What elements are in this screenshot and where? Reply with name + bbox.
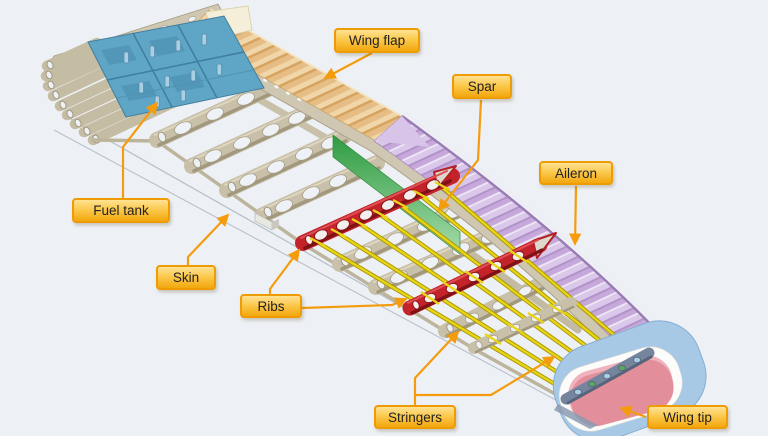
aileron-connector: [569, 185, 582, 246]
fuel-tank-label: Fuel tank: [72, 198, 170, 223]
skin-corner-block: [254, 212, 279, 231]
wing-flap-label: Wing flap: [334, 28, 420, 53]
ribs-connector-right: [301, 297, 408, 310]
stringers-connector-right: [415, 356, 556, 397]
stringer-pass-throughs: [309, 180, 566, 345]
skin-label: Skin: [156, 265, 216, 290]
stringers-label: Stringers: [374, 405, 456, 429]
ribs-label: Ribs: [240, 294, 302, 318]
aileron-label: Aileron: [539, 161, 613, 185]
skin-connector: [186, 213, 230, 266]
stringers-connector-left: [413, 330, 460, 406]
wing-tip-label: Wing tip: [647, 405, 728, 429]
ribs-connector-left: [268, 248, 301, 295]
fuel-tank-baffles: [123, 33, 222, 108]
stringers-group: [310, 181, 644, 397]
fuel-tank-surface: [87, 15, 265, 118]
red-rib-1: [295, 165, 460, 251]
wing-ribs: [149, 77, 559, 338]
label-connectors: [121, 52, 647, 419]
fuel-tank-connector: [121, 101, 159, 199]
wing-flap-connector: [323, 52, 373, 79]
spar-connector: [437, 99, 483, 212]
wing-tip-connector: [619, 405, 647, 419]
skin-edge-lines: [53, 114, 607, 428]
spar-label: Spar: [452, 74, 512, 99]
